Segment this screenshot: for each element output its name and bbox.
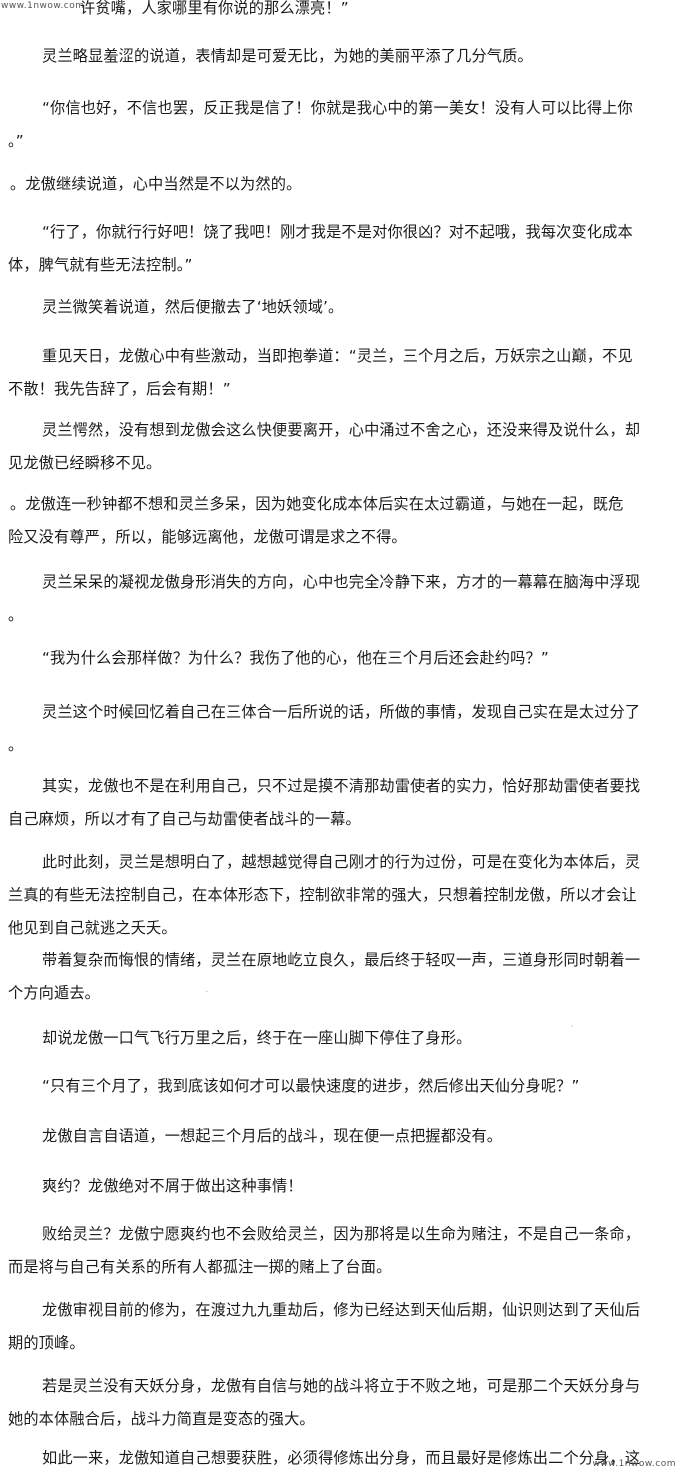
paragraph-line: 见龙傲已经瞬移不见。 [8,454,162,472]
paragraph-line: 险又没有尊严，所以，能够远离他，龙傲可谓是求之不得。 [8,528,407,546]
paragraph: 龙傲自言自语道，一想起三个月后的战斗，现在便一点把握都没有。 [0,1120,672,1153]
paragraph: 重见天日，龙傲心中有些激动，当即抱拳道：“灵兰，三个月之后，万妖宗之山巅，不见不… [0,340,672,406]
paragraph: 。龙傲继续说道，心中当然是不以为然的。 [0,168,672,201]
watermark-top: www.1nwow.com [1,1,85,11]
paragraph: 灵兰这个时候回忆着自己在三体合一后所说的话，所做的事情，发现自己实在是太过分了。 [0,696,672,762]
paragraph-line: 灵兰愕然，没有想到龙傲会这么快便要离开，心中涌过不舍之心，还没来得及说什么，却 [42,421,641,439]
paragraph: “你信也好，不信也罢，反正我是信了！你就是我心中的第一美女！没有人可以比得上你。… [0,92,672,158]
paragraph-line: 兰真的有些无法控制自己，在本体形态下，控制欲非常的强大，只想着控制龙傲，所以才会… [8,886,637,904]
paragraph: 败给灵兰？龙傲宁愿爽约也不会败给灵兰，因为那将是以生命为赌注，不是自己一条命， 而… [0,1218,672,1284]
paragraph: “只有三个月了，我到底该如何才可以最快速度的进步，然后修出天仙分身呢？” [0,1070,672,1103]
paragraph: 带着复杂而悔恨的情绪，灵兰在原地屹立良久，最后终于轻叹一声，三道身形同时朝着一个… [0,944,672,1010]
paragraph-line: 如此一来，龙傲知道自己想要获胜，必须得修炼出分身，而且最好是修炼出二个分身，这 [42,1449,641,1467]
paragraph-line: 灵兰呆呆的凝视龙傲身形消失的方向，心中也完全冷静下来，方才的一幕幕在脑海中浮现 [42,573,641,591]
paragraph-line: 其实，龙傲也不是在利用自己，只不过是摸不清那劫雷使者的实力，恰好那劫雷使者要找 [42,777,641,795]
paragraph-line: 不散！我先告辞了，后会有期！” [8,380,231,398]
paragraph-line: 却说龙傲一口气飞行万里之后，终于在一座山脚下停住了身形。 [42,1029,472,1047]
paragraph: 灵兰呆呆的凝视龙傲身形消失的方向，心中也完全冷静下来，方才的一幕幕在脑海中浮现。 [0,566,672,632]
paragraph-line: “你信也好，不信也罢，反正我是信了！你就是我心中的第一美女！没有人可以比得上你 [42,99,633,117]
paragraph-line: 龙傲自言自语道，一想起三个月后的战斗，现在便一点把握都没有。 [42,1127,503,1145]
paragraph-line: 爽约？龙傲绝对不屑于做出这种事情！ [42,1177,303,1195]
paragraph-line: 期的顶峰。 [8,1334,85,1352]
paragraph: 若是灵兰没有天妖分身，龙傲有自信与她的战斗将立于不败之地，可是那二个天妖分身与她… [0,1370,672,1436]
paragraph: “行了，你就行行好吧！饶了我吧！刚才我是不是对你很凶？对不起哦，我每次变化成本体… [0,216,672,282]
paragraph-line: 她的本体融合后，战斗力简直是变态的强大。 [8,1410,315,1428]
paragraph: 灵兰微笑着说道，然后便撤去了‘地妖领域’。 [0,291,672,324]
paragraph: 灵兰愕然，没有想到龙傲会这么快便要离开，心中涌过不舍之心，还没来得及说什么，却见… [0,414,672,480]
scan-speck: · [205,985,209,998]
paragraph-line: 若是灵兰没有天妖分身，龙傲有自信与她的战斗将立于不败之地，可是那二个天妖分身与 [42,1377,641,1395]
paragraph-line: 体，脾气就有些无法控制。” [8,256,193,274]
paragraph-line: 个方向遁去。 [8,984,101,1002]
paragraph: 其实，龙傲也不是在利用自己，只不过是摸不清那劫雷使者的实力，恰好那劫雷使者要找自… [0,770,672,836]
paragraph-line: 灵兰微笑着说道，然后便撤去了‘地妖领域’。 [42,298,344,316]
paragraph: 龙傲审视目前的修为，在渡过九九重劫后，修为已经达到天仙后期，仙识则达到了天仙后期… [0,1294,672,1360]
paragraph-line: 。” [8,132,24,150]
paragraph: “我为什么会那样做？为什么？我伤了他的心，他在三个月后还会赴约吗？” [0,642,672,675]
paragraph-line: 。龙傲连一秒钟都不想和灵兰多呆，因为她变化成本体后实在太过霸道，与她在一起，既危 [10,495,624,513]
paragraph-line: 龙傲审视目前的修为，在渡过九九重劫后，修为已经达到天仙后期，仙识则达到了天仙后 [42,1301,641,1319]
paragraph-line: 他见到自己就逃之夭夭。 [8,919,177,937]
paragraph-line: “行了，你就行行好吧！饶了我吧！刚才我是不是对你很凶？对不起哦，我每次变化成本 [42,223,633,241]
watermark-bottom: www.1nwow.com [592,1459,676,1469]
paragraph: 却说龙傲一口气飞行万里之后，终于在一座山脚下停住了身形。 [0,1022,672,1055]
paragraph-line: 此时此刻，灵兰是想明白了，越想越觉得自己刚才的行为过份，可是在变化为本体后，灵 [42,853,641,871]
paragraph-line: 而是将与自己有关系的所有人都孤注一掷的赌上了台面。 [8,1258,392,1276]
paragraph: 此时此刻，灵兰是想明白了，越想越觉得自己刚才的行为过份，可是在变化为本体后，灵兰… [0,846,672,945]
paragraph-line: 灵兰这个时候回忆着自己在三体合一后所说的话，所做的事情，发现自己实在是太过分了 [42,703,641,721]
paragraph: 如此一来，龙傲知道自己想要获胜，必须得修炼出分身，而且最好是修炼出二个分身，这 [0,1442,672,1475]
paragraph-line: 许贫嘴，人家哪里有你说的那么漂亮！” [80,0,349,17]
paragraph-line: “只有三个月了，我到底该如何才可以最快速度的进步，然后修出天仙分身呢？” [42,1077,580,1095]
paragraph-line: 。龙傲继续说道，心中当然是不以为然的。 [10,175,302,193]
paragraph-line: 。 [8,736,24,754]
paragraph-line: “我为什么会那样做？为什么？我伤了他的心，他在三个月后还会赴约吗？” [42,649,549,667]
paragraph-line: 灵兰略显羞涩的说道，表情却是可爱无比，为她的美丽平添了几分气质。 [42,47,533,65]
paragraph: 灵兰略显羞涩的说道，表情却是可爱无比，为她的美丽平添了几分气质。 [0,40,672,73]
paragraph-line: 。 [8,606,24,624]
paragraph-line: 自己麻烦，所以才有了自己与劫雷使者战斗的一幕。 [8,810,361,828]
paragraph-line: 败给灵兰？龙傲宁愿爽约也不会败给灵兰，因为那将是以生命为赌注，不是自己一条命， [42,1225,641,1243]
paragraph: 。龙傲连一秒钟都不想和灵兰多呆，因为她变化成本体后实在太过霸道，与她在一起，既危… [0,488,672,554]
paragraph: 许贫嘴，人家哪里有你说的那么漂亮！” [0,0,672,25]
paragraph: 爽约？龙傲绝对不屑于做出这种事情！ [0,1170,672,1203]
paragraph-line: 重见天日，龙傲心中有些激动，当即抱拳道：“灵兰，三个月之后，万妖宗之山巅，不见 [42,347,633,365]
scan-speck: · [570,1020,574,1033]
paragraph-line: 带着复杂而悔恨的情绪，灵兰在原地屹立良久，最后终于轻叹一声，三道身形同时朝着一 [42,951,641,969]
